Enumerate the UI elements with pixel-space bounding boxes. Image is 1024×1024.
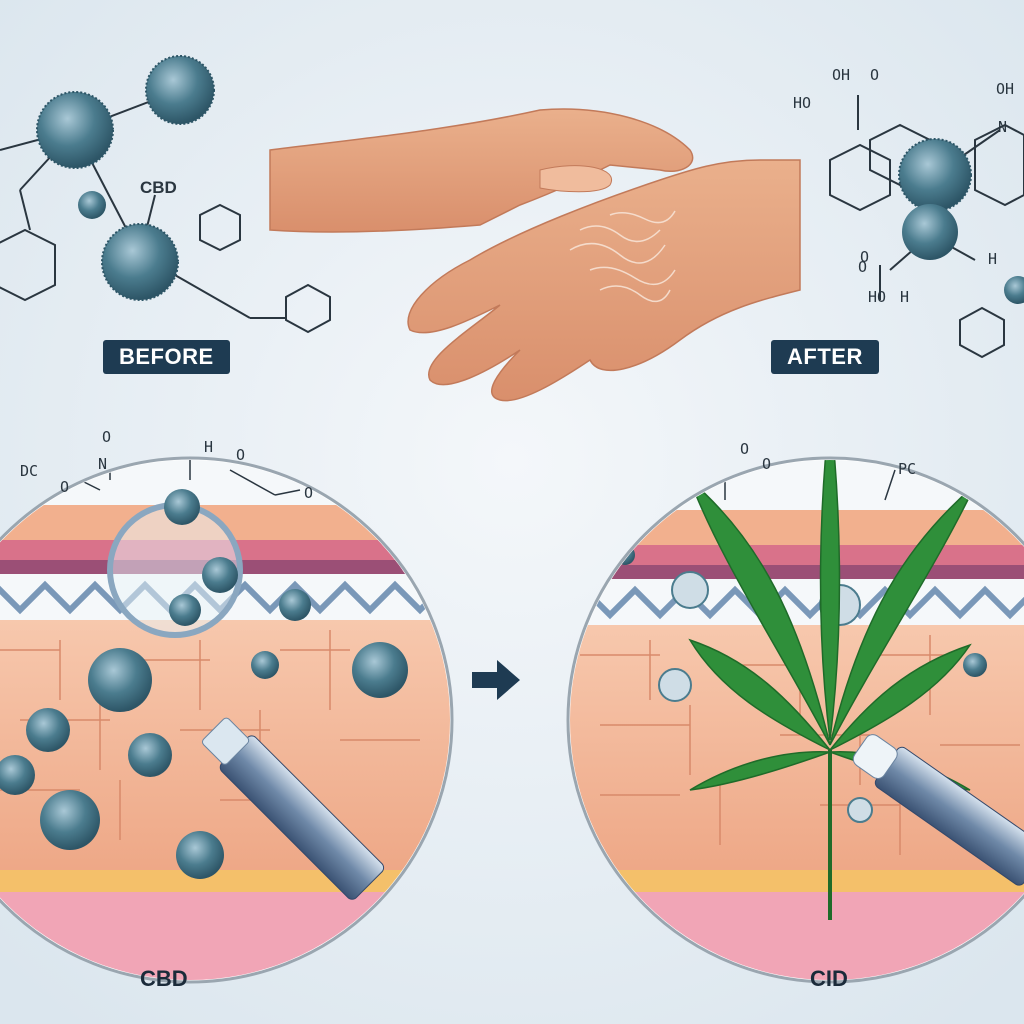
- chem-fragment: OH: [996, 80, 1015, 98]
- chem-fragment: H: [204, 438, 214, 456]
- chem-fragment: O: [60, 478, 70, 496]
- chem-fragment: N: [98, 455, 108, 473]
- chem-fragment: O: [858, 258, 868, 276]
- chem-fragment: O: [860, 248, 870, 266]
- chem-fragment: O: [762, 455, 772, 473]
- caption-left: CBD: [140, 966, 188, 991]
- chem-fragment: O: [102, 428, 112, 446]
- chem-fragment: O: [740, 440, 750, 458]
- molecule-label: CBD: [140, 178, 177, 197]
- chem-fragment: N: [998, 118, 1008, 136]
- chem-fragment: O: [304, 484, 314, 502]
- after-badge: AFTER: [771, 340, 879, 374]
- caption-right: CID: [810, 966, 848, 991]
- chem-fragment: OH: [832, 66, 851, 84]
- chem-fragment: H: [900, 288, 910, 306]
- chem-fragment: O: [236, 446, 246, 464]
- chem-fragment: PC: [898, 460, 917, 478]
- chem-fragment: HO: [868, 288, 887, 306]
- chem-fragment: DC: [20, 462, 39, 480]
- chem-fragment: O: [870, 66, 880, 84]
- chem-fragment: HO: [793, 94, 812, 112]
- chem-fragment: H: [988, 250, 998, 268]
- before-badge: BEFORE: [103, 340, 230, 374]
